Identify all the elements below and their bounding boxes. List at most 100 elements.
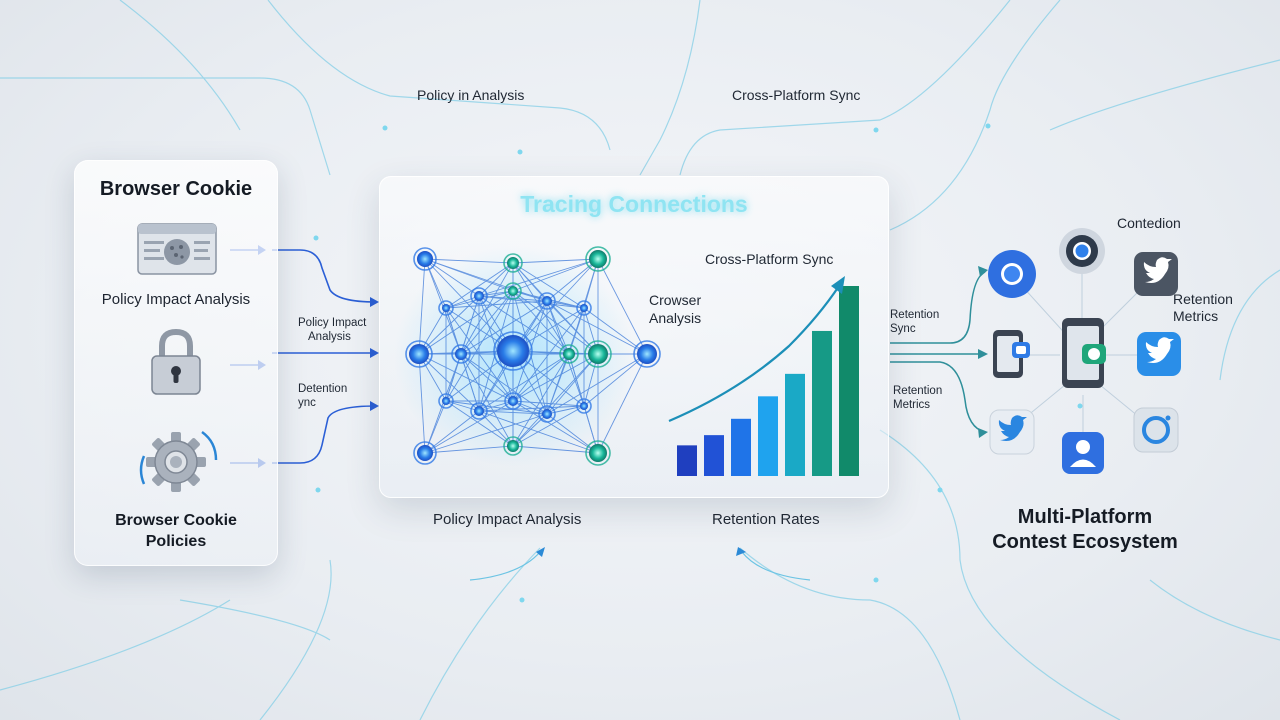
network-edge bbox=[512, 262, 585, 309]
network-edge bbox=[460, 290, 514, 355]
flow-label-retention-sync: Retention Sync bbox=[890, 309, 940, 335]
network-edge bbox=[424, 258, 514, 292]
flow-label-detention: Detention ync bbox=[298, 383, 348, 409]
browser-window-icon bbox=[137, 223, 217, 275]
network-edge bbox=[478, 290, 514, 412]
network-edge bbox=[512, 400, 585, 407]
center-panel-tracing-connections: Tracing Connections Cross-Platform Sync … bbox=[379, 176, 889, 498]
chart-bar bbox=[677, 445, 697, 476]
flow-label-retention-metrics: Retention Metrics bbox=[893, 385, 943, 411]
chart-bar bbox=[785, 373, 805, 476]
network-node bbox=[559, 344, 579, 364]
phone-chat-icon bbox=[993, 330, 1030, 378]
camera-icon bbox=[1133, 407, 1179, 453]
network-edge bbox=[478, 410, 599, 454]
network-edge bbox=[418, 295, 480, 355]
network-edge bbox=[460, 353, 514, 447]
network-edge bbox=[418, 353, 426, 454]
network-edge bbox=[424, 258, 514, 352]
network-edge bbox=[418, 353, 514, 402]
center-panel-title: Tracing Connections bbox=[520, 191, 748, 217]
chart-bar bbox=[758, 396, 778, 476]
network-edge bbox=[424, 445, 514, 454]
chart-bar bbox=[839, 286, 859, 476]
left-panel-title: Browser Cookie bbox=[99, 178, 253, 200]
network-edge bbox=[424, 258, 514, 264]
center-label-cross-sync: Cross-Platform Sync bbox=[705, 251, 834, 267]
padlock-icon bbox=[151, 328, 201, 395]
network-edge bbox=[512, 258, 599, 292]
network-edge bbox=[445, 262, 514, 309]
network-nodes bbox=[405, 246, 661, 466]
center-diagram bbox=[394, 246, 859, 476]
bottom-label-retention-rates: Retention Rates bbox=[712, 511, 820, 528]
top-label-policy-analysis: Policy in Analysis bbox=[417, 87, 525, 103]
right-cluster-title: Multi-Platform Contest Ecosystem bbox=[992, 506, 1178, 553]
network-edge bbox=[546, 300, 648, 355]
network-edge bbox=[445, 400, 514, 447]
trend-arrow-head bbox=[831, 276, 845, 294]
network-edge bbox=[546, 258, 599, 302]
network-node bbox=[438, 393, 454, 409]
network-edge bbox=[478, 258, 599, 297]
network-edge bbox=[460, 300, 548, 355]
twitter-icon bbox=[1134, 252, 1178, 296]
network-node bbox=[585, 246, 611, 272]
bottom-label-policy-impact: Policy Impact Analysis bbox=[433, 511, 582, 528]
network-edge bbox=[445, 400, 480, 412]
network-edge bbox=[512, 290, 570, 355]
network-edge bbox=[478, 410, 548, 415]
right-label-contedion: Contedion bbox=[1117, 215, 1181, 231]
network-edge bbox=[478, 290, 514, 297]
network-edge bbox=[478, 295, 514, 402]
network-edge bbox=[512, 353, 570, 447]
chart-bar bbox=[812, 330, 832, 476]
network-edge bbox=[445, 290, 514, 402]
network-edge bbox=[512, 290, 548, 415]
left-label-policy-impact: Policy Impact Analysis bbox=[101, 291, 251, 308]
network-node bbox=[585, 440, 611, 466]
network-edge bbox=[478, 295, 570, 355]
twitter-icon bbox=[1137, 332, 1181, 376]
network-edge bbox=[512, 405, 585, 447]
network-edge bbox=[445, 295, 480, 309]
network-node bbox=[413, 441, 437, 465]
network-edge bbox=[512, 353, 570, 402]
network-edge bbox=[424, 400, 447, 454]
network-edge bbox=[460, 353, 548, 415]
gear-icon bbox=[139, 430, 218, 492]
network-edge bbox=[512, 262, 570, 355]
network-edge bbox=[597, 258, 648, 355]
network-edge bbox=[512, 445, 599, 454]
network-node bbox=[405, 340, 433, 368]
bar-chart bbox=[677, 286, 859, 476]
network-edge bbox=[418, 290, 514, 355]
network-node bbox=[470, 402, 488, 420]
user-icon bbox=[1062, 432, 1104, 474]
network-node bbox=[493, 331, 533, 371]
center-label-crowser-analysis: Crowser Analysis bbox=[649, 292, 702, 326]
network-edge bbox=[478, 400, 514, 412]
chart-bar bbox=[731, 418, 751, 476]
network-node bbox=[451, 344, 471, 364]
network-edge bbox=[546, 353, 648, 415]
left-panel-browser-cookie: Browser Cookie Policy Impact Analysis bbox=[74, 160, 278, 566]
network-edge bbox=[512, 307, 585, 402]
network-edge bbox=[512, 400, 548, 415]
phone-chat-icon bbox=[1062, 318, 1106, 388]
network-node bbox=[470, 287, 488, 305]
network-edge bbox=[512, 258, 599, 264]
left-label-browser-cookie-policies: Browser Cookie Policies bbox=[115, 512, 237, 550]
twitter-icon bbox=[989, 409, 1035, 455]
network-edge bbox=[424, 258, 447, 309]
chrome-icon bbox=[988, 250, 1036, 298]
right-label-retention-metrics: Retention Metrics bbox=[1173, 291, 1233, 324]
network-node bbox=[576, 398, 592, 414]
network-node bbox=[538, 405, 556, 423]
network-node bbox=[576, 300, 592, 316]
network-edge bbox=[546, 307, 585, 415]
network-edge bbox=[512, 400, 599, 454]
network-edge bbox=[597, 353, 648, 454]
chart-bar bbox=[704, 435, 724, 476]
